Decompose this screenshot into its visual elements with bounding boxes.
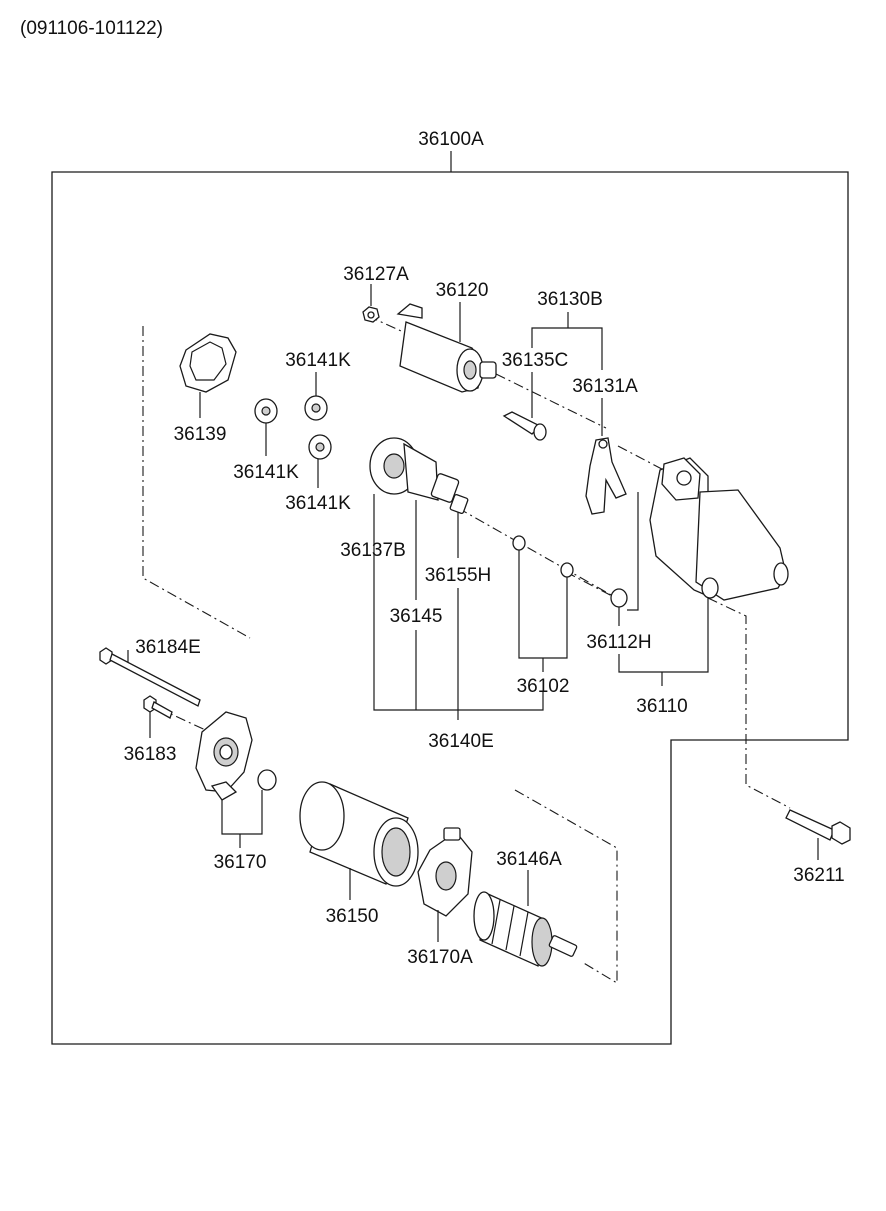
cover-36139 [179, 333, 237, 393]
axis-line-ring [565, 571, 613, 597]
solenoid-36120 [396, 303, 497, 393]
label-36135C: 36135C [502, 350, 569, 371]
date-range-text: (091106-101122) [20, 18, 163, 39]
bracket-36130B [531, 327, 603, 370]
yoke-36150 [299, 781, 419, 887]
armature-36146A [473, 891, 578, 967]
planet-gear-36141K-top [304, 395, 328, 421]
label-36150: 36150 [326, 906, 379, 927]
housing-36110 [649, 457, 789, 601]
through-bolt-36184E [99, 647, 201, 707]
planet-gear-36141K-left [254, 398, 278, 424]
label-36170A: 36170A [407, 947, 473, 968]
assembly-label: 36100A [418, 129, 484, 150]
label-36130B: 36130B [537, 289, 603, 310]
label-36145: 36145 [390, 606, 443, 627]
label-36131A: 36131A [572, 376, 638, 397]
label-36141K-bottom: 36141K [285, 493, 351, 514]
label-36184E: 36184E [135, 637, 201, 658]
end-frame-36170 [195, 711, 277, 801]
axis-line-armature [514, 789, 618, 984]
label-36127A: 36127A [343, 264, 409, 285]
leader-36112H [618, 492, 639, 626]
clutch-36137B [369, 437, 469, 514]
lever-36131A [585, 437, 627, 515]
axis-line-drive [457, 507, 621, 601]
label-36211: 36211 [793, 865, 844, 886]
bushing-36112H [610, 588, 628, 608]
label-36140E: 36140E [428, 731, 494, 752]
bracket-36110 [618, 598, 709, 673]
label-36183: 36183 [124, 744, 177, 765]
label-36112H: 36112H [586, 632, 651, 653]
axis-line-bolt [707, 597, 791, 809]
planet-gear-36141K-bottom [308, 434, 332, 460]
plunger-36135C [502, 411, 547, 441]
assembly-boundary [51, 171, 849, 1045]
axis-line-rear [142, 326, 251, 639]
label-36137B: 36137B [340, 540, 406, 561]
label-36120: 36120 [436, 280, 489, 301]
nut-36127A [362, 306, 380, 323]
bracket-36170 [221, 790, 263, 835]
label-36141K-top: 36141K [285, 350, 351, 371]
bracket-36102 [518, 550, 568, 659]
ring-set-36102 [512, 535, 574, 578]
brush-holder-36170A [417, 827, 473, 917]
label-36170: 36170 [214, 852, 267, 873]
mount-bolt-36211 [785, 809, 851, 845]
label-36102: 36102 [517, 676, 570, 697]
label-36146A: 36146A [496, 849, 562, 870]
label-36155H: 36155H [425, 565, 492, 586]
label-36139: 36139 [174, 424, 227, 445]
label-36110: 36110 [636, 696, 687, 717]
label-36141K-left: 36141K [233, 462, 299, 483]
screw-36183 [143, 695, 173, 719]
